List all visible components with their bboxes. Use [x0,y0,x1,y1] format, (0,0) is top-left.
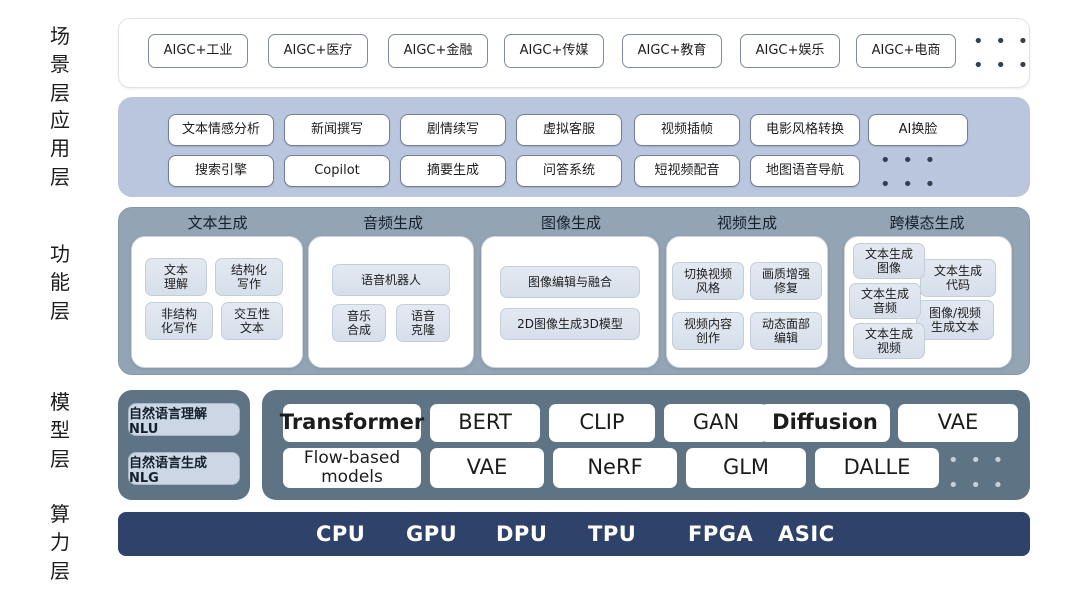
layer-label-char: 应 [50,108,70,132]
layer-label-char: 型 [50,418,70,443]
function-tile-text-to-video[interactable]: 文本生成 视频 [853,323,925,359]
function-group-title-audio: 音频生成 [362,214,423,232]
layer-label-char: 层 [50,558,70,583]
layer-label-char: 力 [50,530,70,555]
function-group-title-image: 图像生成 [540,214,601,232]
model-chip-bert[interactable]: BERT [430,404,540,442]
layer-label-model: 模 型 层 [40,388,80,473]
scene-item-media[interactable]: AIGC+传媒 [504,34,604,68]
model-chip-glm[interactable]: GLM [686,448,806,488]
app-item-ai-face-swap[interactable]: AI换脸 [868,114,968,146]
model-chip-flow-based-models[interactable]: Flow-based models [283,448,421,488]
layer-label-char: 景 [50,52,70,77]
compute-item-cpu[interactable]: CPU [316,522,366,546]
function-group-title-video: 视频生成 [716,214,777,232]
compute-item-gpu[interactable]: GPU [406,522,458,546]
scene-item-industry[interactable]: AIGC+工业 [148,34,248,68]
app-item-plot-continuation[interactable]: 剧情续写 [400,114,506,146]
app-item-short-video-dubbing[interactable]: 短视频配音 [634,155,740,187]
layer-label-application: 应 用 层 [40,106,80,191]
layer-label-scene: 场 景 层 [40,22,80,107]
app-item-copilot[interactable]: Copilot [284,155,390,187]
scene-item-medical[interactable]: AIGC+医疗 [268,34,368,68]
app-more-dots-top: • • • [880,150,939,171]
function-tile-unstructured-writing[interactable]: 非结构 化写作 [145,302,213,340]
function-tile-quality-enhancement[interactable]: 画质增强 修复 [750,262,822,300]
function-tile-text-understanding[interactable]: 文本 理解 [145,258,207,296]
function-group-title-text: 文本生成 [187,214,248,232]
layer-label-char: 功 [50,242,70,266]
model-chip-gan[interactable]: GAN [664,404,768,442]
model-chip-diffusion[interactable]: Diffusion [760,404,890,442]
function-tile-voice-cloning[interactable]: 语音 克隆 [396,304,450,342]
model-chip-vae-row1[interactable]: VAE [898,404,1018,442]
function-tile-text-to-audio[interactable]: 文本生成 音频 [849,283,921,319]
function-tile-video-style-transfer[interactable]: 切换视频 风格 [672,262,744,300]
app-item-text-sentiment[interactable]: 文本情感分析 [168,114,274,146]
model-chip-dalle[interactable]: DALLE [815,448,939,488]
function-tile-2d-to-3d[interactable]: 2D图像生成3D模型 [500,308,640,340]
layer-label-char: 场 [50,24,70,48]
app-item-virtual-customer-service[interactable]: 虚拟客服 [516,114,622,146]
scene-item-entertainment[interactable]: AIGC+娱乐 [740,34,840,68]
layer-label-char: 层 [50,446,70,471]
layer-label-char: 层 [50,80,70,105]
layer-label-char: 算 [50,502,70,526]
layer-label-char: 层 [50,164,70,189]
model-chip-vae-row2[interactable]: VAE [430,448,544,488]
function-group-card-audio [308,236,474,368]
function-tile-text-to-code[interactable]: 文本生成 代码 [920,259,996,297]
function-tile-video-content-creation[interactable]: 视频内容 创作 [672,312,744,350]
model-chip-nlg[interactable]: 自然语言生成 NLG [128,452,240,486]
scene-more-dots-top: • • • [973,31,1032,52]
layer-label-function: 功 能 层 [40,240,80,325]
app-item-qa-system[interactable]: 问答系统 [516,155,622,187]
app-item-summary-generation[interactable]: 摘要生成 [400,155,506,187]
layer-label-char: 用 [50,136,70,161]
function-tile-image-video-to-text[interactable]: 图像/视频 生成文本 [916,300,994,340]
app-item-map-voice-navigation[interactable]: 地图语音导航 [750,155,860,187]
function-tile-image-edit-fusion[interactable]: 图像编辑与融合 [500,266,640,298]
app-more-dots-bottom: • • • [880,174,939,195]
function-tile-structured-writing[interactable]: 结构化 写作 [215,258,283,296]
model-more-dots-bottom: • • • [948,475,1007,496]
compute-item-fpga[interactable]: FPGA [688,522,754,546]
compute-item-asic[interactable]: ASIC [778,522,835,546]
compute-layer-container [118,512,1030,556]
function-group-card-image [481,236,659,368]
function-group-title-crossmodal: 跨模态生成 [889,214,965,232]
model-chip-nlu[interactable]: 自然语言理解 NLU [128,403,240,437]
model-chip-transformer[interactable]: Transformer [280,404,424,442]
scene-item-education[interactable]: AIGC+教育 [622,34,722,68]
app-item-film-style-transfer[interactable]: 电影风格转换 [750,114,860,146]
function-tile-music-synthesis[interactable]: 音乐 合成 [332,304,386,342]
layer-label-char: 模 [50,390,70,414]
compute-item-tpu[interactable]: TPU [588,522,637,546]
app-item-news-writing[interactable]: 新闻撰写 [284,114,390,146]
app-item-search-engine[interactable]: 搜索引擎 [168,155,274,187]
function-tile-interactive-text[interactable]: 交互性 文本 [221,302,283,340]
scene-item-ecommerce[interactable]: AIGC+电商 [856,34,956,68]
model-chip-clip[interactable]: CLIP [549,404,655,442]
scene-more-dots-bottom: • • • [973,55,1032,76]
model-chip-nerf[interactable]: NeRF [553,448,677,488]
function-tile-voice-robot[interactable]: 语音机器人 [332,264,450,296]
layer-label-char: 能 [50,270,70,295]
app-item-video-frame-interpolation[interactable]: 视频插帧 [634,114,740,146]
model-more-dots-top: • • • [948,450,1007,471]
layer-label-compute: 算 力 层 [40,500,80,585]
compute-item-dpu[interactable]: DPU [496,522,548,546]
function-tile-text-to-image[interactable]: 文本生成 图像 [853,243,925,279]
scene-item-finance[interactable]: AIGC+金融 [388,34,488,68]
layer-label-char: 层 [50,298,70,323]
function-tile-dynamic-face-editing[interactable]: 动态面部 编辑 [750,312,822,350]
